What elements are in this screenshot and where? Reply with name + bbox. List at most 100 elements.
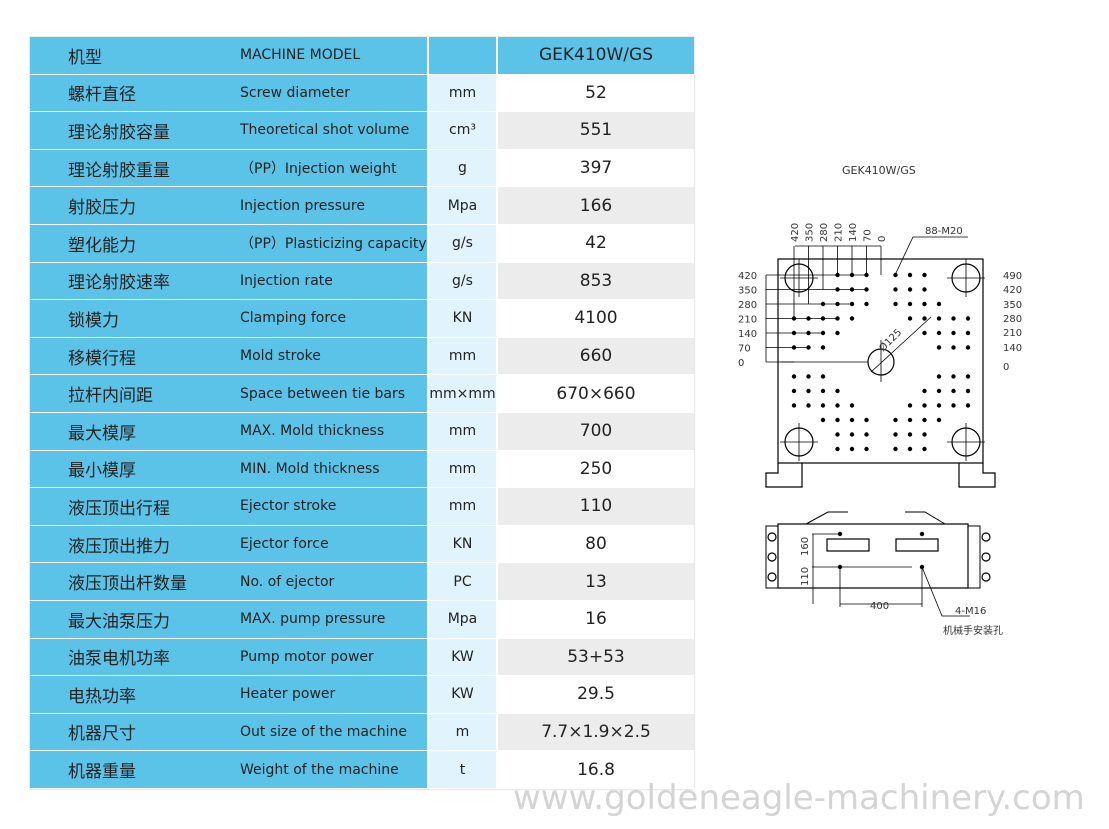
mounting-hole-icon xyxy=(893,272,898,278)
mounting-hole-icon xyxy=(922,330,927,336)
mounting-hole-icon xyxy=(849,417,855,423)
right-dimension-label: 210 xyxy=(1003,328,1022,339)
top-dimension-label: 140 xyxy=(848,223,859,242)
mounting-hole-icon xyxy=(922,316,927,321)
mounting-hole-icon xyxy=(907,287,913,292)
robot-holes-caption: 机械手安装孔 xyxy=(943,624,1003,637)
drawing-line xyxy=(780,259,818,297)
mounting-hole-icon xyxy=(907,417,913,423)
value-cell: 853 xyxy=(497,262,694,301)
mounting-hole-icon xyxy=(936,316,942,321)
label-cn-cell: 拉杆内间距 xyxy=(30,374,240,413)
label-en-cell: （PP）Plasticizing capacity xyxy=(240,224,428,263)
drawing-title: GEK410W/GS xyxy=(842,164,916,177)
unit-cell: KW xyxy=(427,675,498,714)
label-en-cell: Space between tie bars xyxy=(240,374,428,413)
value-cell: 80 xyxy=(497,525,694,564)
mounting-hole-icon xyxy=(936,403,942,408)
mounting-hole-icon xyxy=(835,446,840,452)
unit-cell: KW xyxy=(427,638,498,677)
label-cn-cell: 机型 xyxy=(30,37,240,75)
unit-cell: mm xyxy=(427,487,498,526)
label-cn-cell: 理论射胶重量 xyxy=(30,149,240,188)
label-en-cell: MAX. Mold thickness xyxy=(240,412,428,451)
label-en-cell: MIN. Mold thickness xyxy=(240,450,428,489)
mounting-hole-icon xyxy=(965,403,971,408)
label-cn-cell: 螺杆直径 xyxy=(30,74,240,113)
label-cn-cell: 油泵电机功率 xyxy=(30,638,240,677)
bolt-icon xyxy=(981,532,991,542)
label-cn-cell: 理论射胶容量 xyxy=(30,111,240,150)
mounting-hole-icon xyxy=(951,374,956,379)
mounting-hole-icon xyxy=(951,330,956,336)
label-en-cell: Pump motor power xyxy=(240,638,428,677)
label-en-cell: Ejector stroke xyxy=(240,487,428,526)
left-dimension-label: 210 xyxy=(738,315,757,326)
robot-holes-label: 4-M16 xyxy=(955,606,986,617)
left-dimension-label: 280 xyxy=(738,300,757,311)
value-cell: 42 xyxy=(497,224,694,263)
ejector-dim-label: 400 xyxy=(870,601,889,612)
mounting-hole-icon xyxy=(936,301,942,307)
mounting-hole-icon xyxy=(835,403,840,408)
value-cell: 16.8 xyxy=(497,750,694,789)
drawing-line xyxy=(765,511,981,589)
mounting-hole-icon xyxy=(835,388,840,394)
value-cell: 53+53 xyxy=(497,638,694,677)
label-en-cell: No. of ejector xyxy=(240,562,428,601)
left-dimension-label: 70 xyxy=(738,344,751,355)
unit-cell: g/s xyxy=(427,224,498,263)
unit-cell: KN xyxy=(427,525,498,564)
label-cn-cell: 锁模力 xyxy=(30,299,240,338)
mounting-hole-icon xyxy=(820,417,826,423)
unit-cell: mm xyxy=(427,412,498,451)
mounting-hole-icon xyxy=(849,316,855,321)
bolt-icon xyxy=(767,532,777,542)
unit-cell: g/s xyxy=(427,262,498,301)
label-cn-cell: 最大油泵压力 xyxy=(30,600,240,639)
mounting-hole-icon xyxy=(820,388,826,394)
drawing-line xyxy=(947,259,985,297)
mounting-hole-icon xyxy=(849,403,855,408)
bolt-icon xyxy=(981,552,991,562)
unit-cell: Mpa xyxy=(427,600,498,639)
value-cell: 16 xyxy=(497,600,694,639)
unit-cell: Mpa xyxy=(427,186,498,225)
drawing-line xyxy=(812,533,970,617)
right-dimension-label: 0 xyxy=(1003,362,1009,373)
mounting-hole-icon xyxy=(936,374,942,379)
mounting-hole-icon xyxy=(849,432,855,437)
label-en-cell: Mold stroke xyxy=(240,337,428,376)
label-cn-cell: 塑化能力 xyxy=(30,224,240,263)
value-cell: 397 xyxy=(497,149,694,188)
label-cn-cell: 移模行程 xyxy=(30,337,240,376)
mounting-hole-icon xyxy=(791,374,797,379)
mounting-hole-icon xyxy=(907,301,913,307)
holes-label: 88-M20 xyxy=(925,226,963,237)
mounting-hole-icon xyxy=(965,330,971,336)
mounting-hole-icon xyxy=(893,446,898,452)
right-dimension-label: 420 xyxy=(1003,285,1022,296)
unit-cell: mm xyxy=(427,74,498,113)
unit-cell: KN xyxy=(427,299,498,338)
mounting-hole-icon xyxy=(936,345,942,350)
mounting-hole-icon xyxy=(951,345,956,350)
value-cell: 551 xyxy=(497,111,694,150)
mounting-hole-icon xyxy=(791,403,797,408)
mounting-hole-icon xyxy=(849,446,855,452)
ejector-dim-label: 160 xyxy=(800,537,811,556)
drawing-line xyxy=(894,236,968,276)
value-cell: 7.7×1.9×2.5 xyxy=(497,713,694,752)
label-cn-cell: 射胶压力 xyxy=(30,186,240,225)
unit-cell: g xyxy=(427,149,498,188)
label-cn-cell: 液压顶出推力 xyxy=(30,525,240,564)
